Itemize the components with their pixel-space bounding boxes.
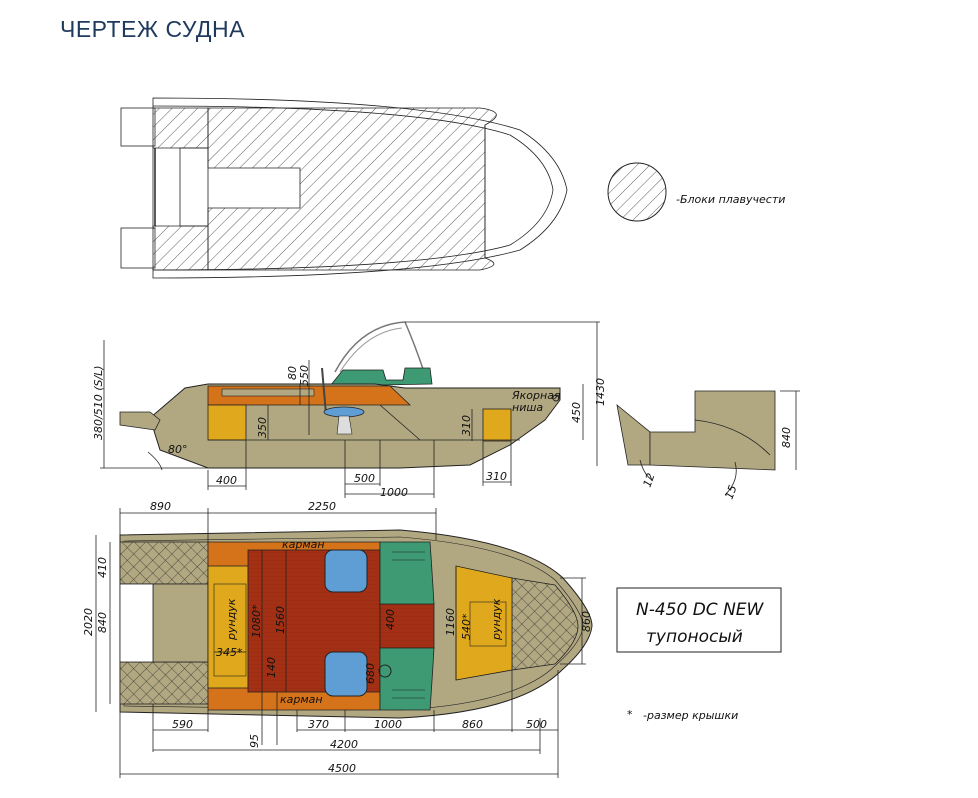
- locker-bow-label: рундук: [490, 598, 503, 641]
- side-locker-stern: [207, 404, 247, 441]
- top-flotation-stern: [152, 107, 209, 271]
- dim-1000-plan: 1000: [374, 718, 402, 731]
- anchor-niche-label-1: Якорная: [511, 389, 561, 402]
- flotation-legend-swatch: [607, 162, 667, 222]
- plan-seat-bottom: [324, 651, 368, 697]
- dim-840-plan: 840: [96, 612, 109, 633]
- dim-section-840: 840: [780, 427, 793, 448]
- dim-345: 345*: [216, 646, 243, 659]
- plan-view: карман карман рундук рундук 890 2250 202…: [82, 500, 593, 778]
- plan-locker-stern: [207, 565, 249, 689]
- plan-console-bottom: [379, 647, 435, 711]
- dim-1000: 1000: [380, 486, 408, 499]
- dim-transom: 380/510 (S/L): [92, 365, 105, 440]
- section-stern: [616, 404, 651, 466]
- plan-flotation-bow: [511, 577, 579, 671]
- lid-note-mark: *: [627, 708, 633, 721]
- top-flotation-main: [207, 107, 497, 271]
- dim-4200: 4200: [330, 738, 358, 751]
- section-view: 840 12 15: [616, 390, 800, 501]
- legend: -Блоки плавучести: [607, 162, 785, 222]
- dim-860-vertical: 860: [580, 611, 593, 632]
- console-green: [329, 367, 433, 387]
- side-seat: [323, 406, 365, 418]
- lid-note: * -размер крышки: [627, 708, 738, 722]
- dim-400: 400: [216, 474, 237, 487]
- model-name: N-450 DC NEW: [636, 600, 765, 620]
- top-view: [120, 97, 568, 279]
- dim-890: 890: [150, 500, 171, 513]
- pocket-bottom-label: карман: [280, 693, 323, 706]
- plan-seat-top: [324, 549, 368, 593]
- model-variant: тупоносый: [646, 627, 743, 647]
- dim-1160: 1160: [444, 608, 457, 636]
- dim-95: 95: [248, 734, 261, 748]
- lid-note-label: -размер крышки: [643, 709, 738, 722]
- dim-590: 590: [172, 718, 193, 731]
- dim-1430: 1430: [594, 378, 607, 406]
- plan-console-top: [379, 541, 435, 605]
- dim-450: 450: [570, 402, 583, 423]
- pocket-top-label: карман: [282, 538, 325, 551]
- dim-500: 500: [354, 472, 375, 485]
- locker-stern-label: рундук: [225, 598, 238, 641]
- dim-370: 370: [308, 718, 329, 731]
- dim-angle: 80°: [168, 443, 188, 456]
- dim-550: 550: [298, 365, 311, 386]
- dim-310: 310: [460, 415, 473, 436]
- page-title: ЧЕРТЕЖ СУДНА: [60, 16, 245, 42]
- steering-wheel-icon: [378, 664, 392, 678]
- dim-310b: 310: [486, 470, 507, 483]
- dim-section-angle-stern: 12: [641, 471, 658, 489]
- dim-1080: 1080*: [250, 604, 263, 638]
- section-bow: [649, 390, 776, 471]
- plan-flotation-stern-top: [119, 541, 209, 585]
- dim-80: 80: [286, 366, 299, 380]
- dim-4500: 4500: [328, 762, 356, 775]
- anchor-niche-label-2: ниша: [512, 401, 543, 414]
- dim-680: 680: [364, 663, 377, 684]
- dim-540: 540*: [460, 613, 473, 640]
- dim-section-angle-bow: 15: [723, 483, 740, 501]
- top-stern-block: [120, 107, 156, 147]
- dim-2250: 2250: [308, 500, 336, 513]
- dim-400-plan: 400: [384, 609, 397, 630]
- dim-2020: 2020: [82, 608, 95, 636]
- dim-860: 860: [462, 718, 483, 731]
- dim-1560: 1560: [274, 606, 287, 634]
- dim-140: 140: [265, 657, 278, 678]
- dim-410: 410: [96, 557, 109, 578]
- model-box: N-450 DC NEW тупоносый: [616, 587, 782, 653]
- side-locker-bow: [482, 408, 512, 442]
- windscreen-frame: [334, 321, 425, 373]
- plan-flotation-stern-bottom: [119, 661, 209, 705]
- flotation-legend-label: -Блоки плавучести: [676, 193, 785, 206]
- side-view: Якорная ниша 380/510 (S/L) 80° 80 550 35…: [92, 321, 607, 499]
- dim-500-plan: 500: [526, 718, 547, 731]
- dim-350: 350: [256, 417, 269, 438]
